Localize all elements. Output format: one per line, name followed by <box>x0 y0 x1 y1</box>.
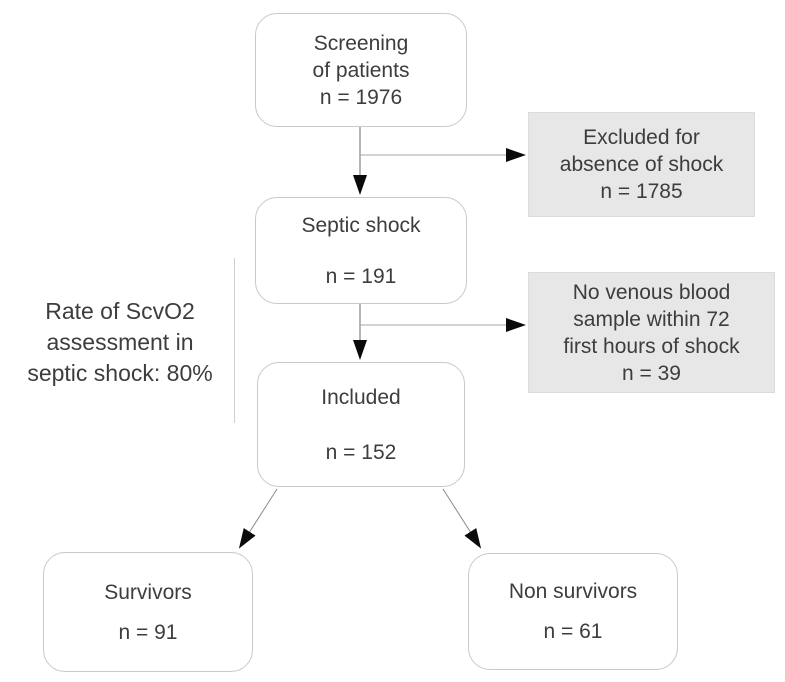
node-label: Septic shock <box>301 213 421 237</box>
note-line: septic shock: 80% <box>27 360 213 386</box>
node-count: n = 39 <box>622 361 681 385</box>
node-included: Included n = 152 <box>257 362 465 487</box>
node-label: Excluded for <box>583 126 700 149</box>
node-septic-shock: Septic shock n = 191 <box>255 197 467 304</box>
node-survivors: Survivors n = 91 <box>43 552 253 672</box>
node-label: Non survivors <box>508 580 638 603</box>
node-label: first hours of shock <box>563 334 740 358</box>
node-count: n = 152 <box>325 440 397 464</box>
node-label: sample within 72 <box>573 307 730 331</box>
node-label: Screening <box>313 31 409 55</box>
note-divider-line <box>234 258 235 423</box>
note-line: assessment in <box>46 329 194 355</box>
arrow-included-to-survivors <box>238 488 278 549</box>
node-label: absence of shock <box>559 153 724 176</box>
node-excluded: Excluded for absence of shock n = 1785 <box>528 112 755 217</box>
node-label: No venous blood <box>572 280 731 304</box>
node-no-venous-sample: No venous blood sample within 72 first h… <box>528 272 775 393</box>
node-label: Survivors <box>104 580 192 604</box>
node-count: n = 191 <box>325 264 397 288</box>
scvo2-rate-note: Rate of ScvO2 assessment in septic shock… <box>0 296 240 389</box>
node-count: n = 1785 <box>600 180 683 203</box>
node-non-survivors: Non survivors n = 61 <box>468 553 678 670</box>
node-count: n = 91 <box>118 620 178 644</box>
node-count: n = 61 <box>543 620 603 643</box>
node-screening: Screening of patients n = 1976 <box>255 13 467 127</box>
arrow-included-to-non-survivors <box>442 488 482 549</box>
node-label: of patients <box>312 58 410 82</box>
note-line: Rate of ScvO2 <box>45 298 195 324</box>
node-count: n = 1976 <box>319 85 403 109</box>
node-label: Included <box>321 385 401 409</box>
